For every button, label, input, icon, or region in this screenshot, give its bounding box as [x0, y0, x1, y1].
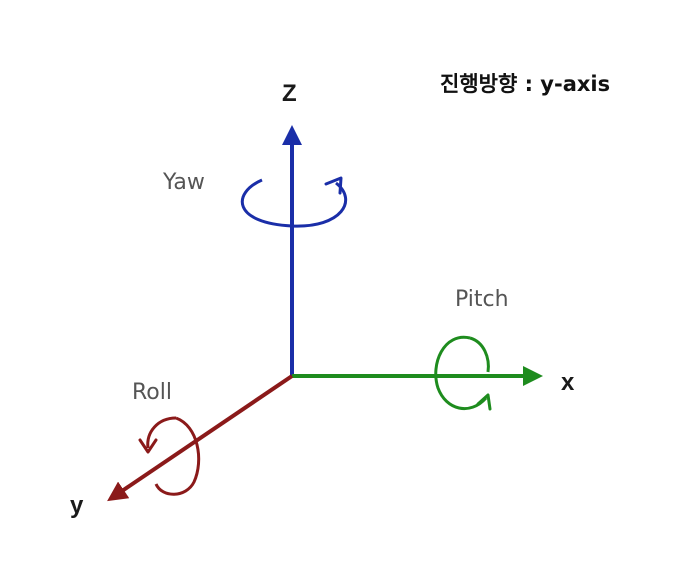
z-axis-label: Z: [282, 80, 297, 107]
roll-label: Roll: [132, 380, 172, 405]
y-axis-line: [107, 374, 294, 502]
y-axis-label: y: [70, 492, 84, 519]
direction-heading: 진행방향 : y-axis: [440, 72, 610, 96]
roll-rotation-icon: [138, 416, 201, 496]
yaw-rotation-icon: [240, 176, 348, 228]
pitch-rotation-icon: [434, 335, 492, 411]
pitch-label: Pitch: [455, 287, 509, 312]
x-axis-label: x: [561, 369, 575, 396]
yaw-label: Yaw: [162, 170, 205, 195]
